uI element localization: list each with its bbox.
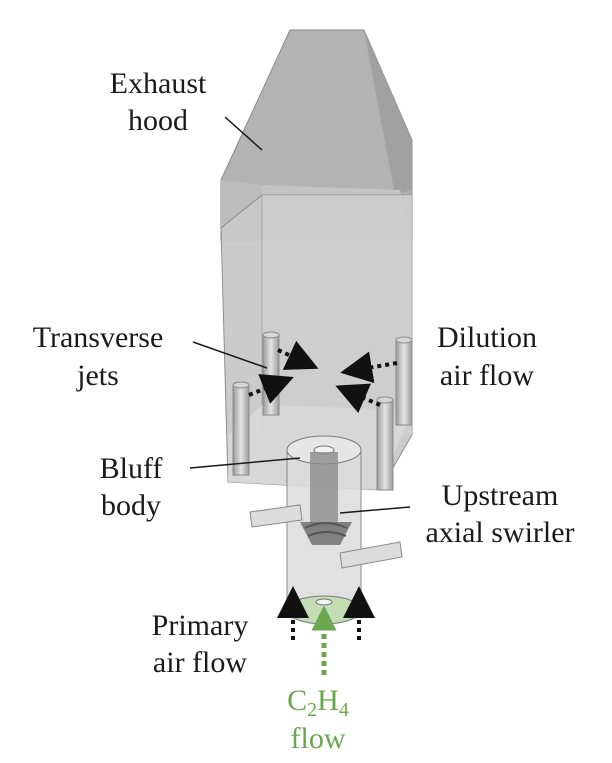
label-transverse-jets-line2: jets <box>76 359 119 392</box>
transverse-jet-tubes <box>232 331 413 491</box>
label-primary-air-flow-line1: Primary <box>152 609 249 642</box>
label-dilution-air-flow-line2: air flow <box>440 359 534 392</box>
label-upstream-line2: axial swirler <box>425 516 574 549</box>
label-upstream-line1: Upstream <box>442 479 559 512</box>
label-primary-air-flow-line2: air flow <box>153 646 247 679</box>
label-fuel-formula: C2H4 <box>287 684 349 721</box>
burner-tube <box>286 435 362 625</box>
label-bluff-body-line2: body <box>101 489 161 522</box>
label-fuel-flow: C2H4 flow <box>287 684 349 755</box>
label-fuel-flow-line2: flow <box>291 722 346 755</box>
label-exhaust-hood: Exhaust hood <box>110 67 207 137</box>
label-bluff-body-line1: Bluff <box>100 452 163 485</box>
side-inlet-pipes <box>249 504 403 569</box>
label-dilution-air-flow: Dilution air flow <box>437 321 537 392</box>
label-bluff-body: Bluff body <box>100 452 163 522</box>
label-transverse-jets: Transverse jets <box>33 321 164 392</box>
label-upstream-axial-swirler: Upstream axial swirler <box>425 479 574 549</box>
leader-lines <box>189 116 411 514</box>
label-exhaust-hood-line2: hood <box>128 104 188 137</box>
label-primary-air-flow: Primary air flow <box>152 609 249 679</box>
label-exhaust-hood-line1: Exhaust <box>110 67 207 100</box>
label-transverse-jets-line1: Transverse <box>33 321 164 354</box>
primary-air-arrows <box>277 586 375 640</box>
dilution-arrows <box>248 340 398 414</box>
label-dilution-air-flow-line1: Dilution <box>437 321 537 354</box>
